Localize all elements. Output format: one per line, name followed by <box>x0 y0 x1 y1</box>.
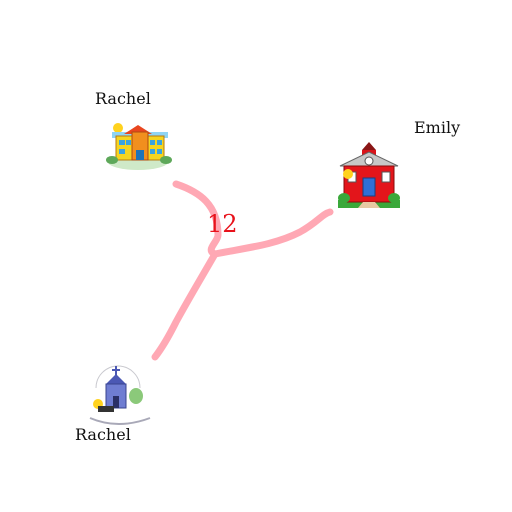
edge-weight-label: 12 <box>207 210 238 238</box>
node-label-school-top-left: Rachel <box>95 89 151 108</box>
connector-edge <box>151 180 334 361</box>
red-schoolhouse-icon <box>338 142 400 208</box>
node-label-church-bottom-left: Rachel <box>75 425 131 444</box>
node-label-schoolhouse-right: Emily <box>414 118 461 137</box>
edge-branch-bottom <box>151 250 219 361</box>
school-building-icon <box>106 123 172 170</box>
edge-branch-top-left <box>172 180 222 258</box>
sunday-school-church-icon <box>89 365 151 425</box>
edge-branch-right <box>211 208 334 258</box>
